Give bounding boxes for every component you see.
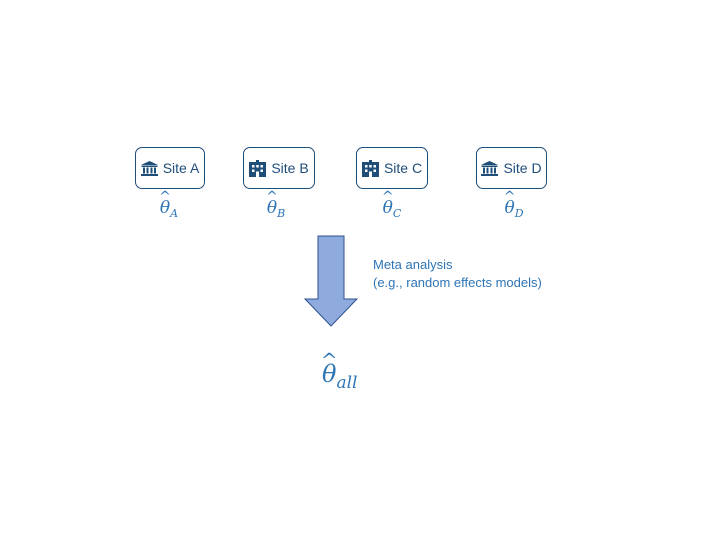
estimate-subscript: B: [277, 207, 286, 220]
estimate-subscript: A: [170, 207, 179, 220]
pooled-subscript: all: [336, 373, 358, 393]
estimate-site-b: ^θB: [246, 189, 306, 220]
hat-accent: ^: [320, 348, 338, 372]
estimate-subscript: D: [514, 207, 524, 220]
site-b-box: Site B: [243, 147, 315, 189]
estimate-site-a: ^θA: [139, 189, 199, 220]
down-arrow-icon: [303, 235, 359, 327]
meta-analysis-example: (e.g., random effects models): [373, 275, 542, 290]
theta-symbol: θ: [159, 198, 171, 218]
site-c-box: Site C: [356, 147, 428, 189]
pooled-estimate: ^θall: [321, 348, 358, 393]
hat-accent: ^: [503, 189, 516, 205]
site-c-label: Site C: [383, 160, 423, 176]
down-arrow-shape: [303, 235, 359, 327]
meta-analysis-title: Meta analysis: [373, 257, 453, 272]
hat-accent: ^: [381, 189, 394, 205]
estimate-site-d: ^θD: [484, 189, 544, 220]
theta-symbol: θ: [322, 360, 337, 388]
theta-symbol: θ: [266, 198, 278, 218]
bank-icon: [140, 160, 158, 176]
site-d-label: Site D: [503, 160, 542, 176]
estimate-site-c: ^θC: [362, 189, 422, 220]
estimate-subscript: C: [392, 207, 402, 220]
hat-accent: ^: [266, 189, 278, 205]
site-d-box: Site D: [476, 147, 547, 189]
hospital-building-icon: [361, 159, 379, 177]
bank-icon: [481, 160, 499, 176]
theta-symbol: θ: [504, 198, 515, 218]
hospital-building-icon: [249, 159, 267, 177]
site-b-label: Site B: [271, 160, 309, 176]
meta-analysis-caption: Meta analysis (e.g., random effects mode…: [373, 256, 542, 292]
theta-symbol: θ: [382, 198, 393, 218]
site-a-label: Site A: [162, 160, 200, 176]
site-a-box: Site A: [135, 147, 205, 189]
hat-accent: ^: [159, 189, 171, 205]
